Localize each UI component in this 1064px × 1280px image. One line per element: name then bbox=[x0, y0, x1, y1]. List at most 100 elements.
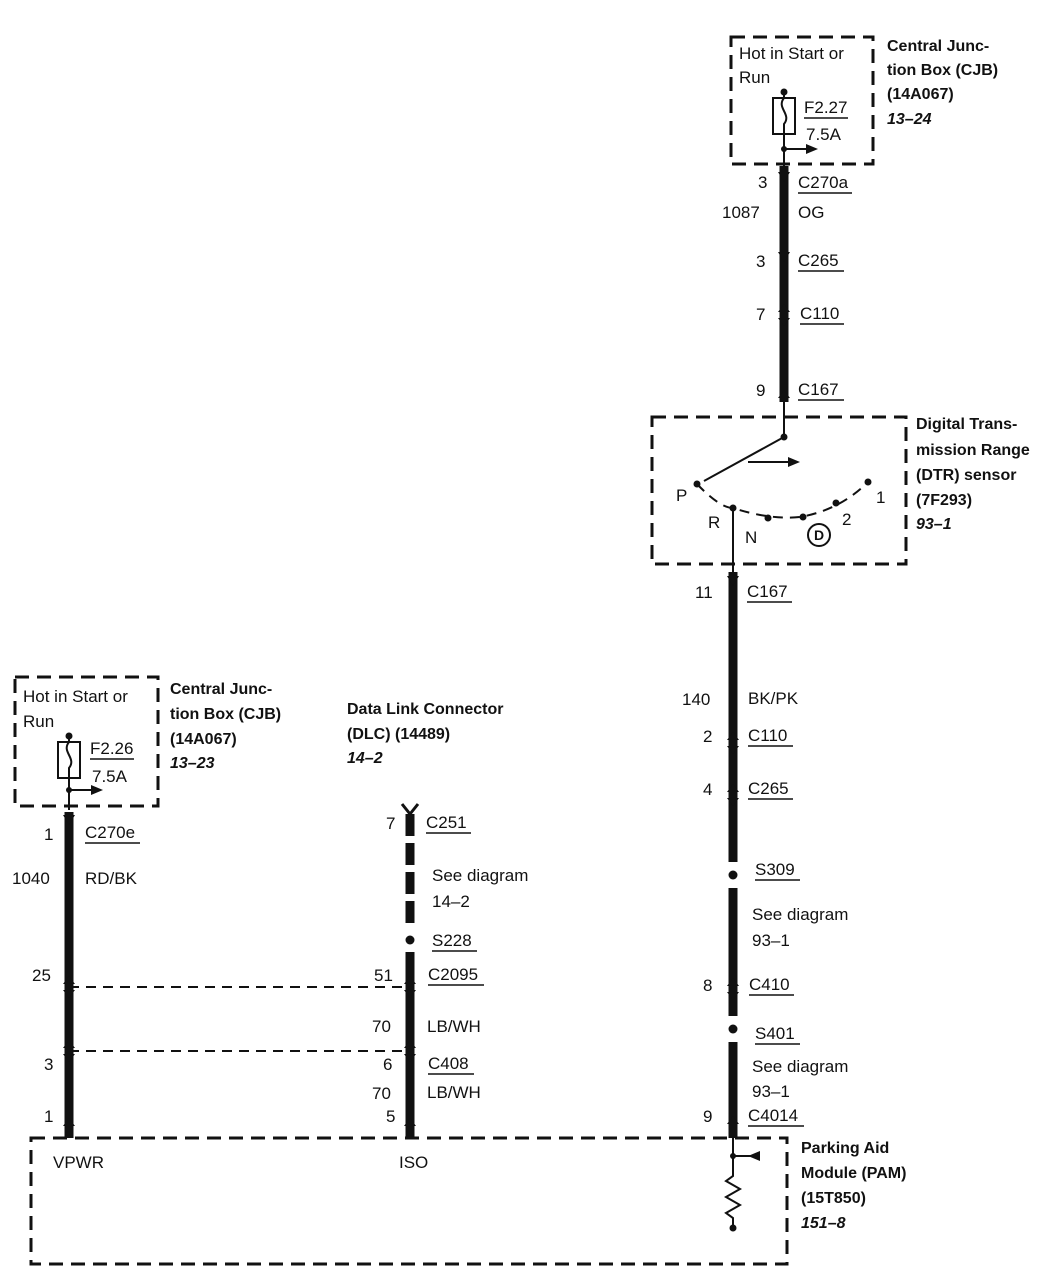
dlc-conn-c408: C408 bbox=[428, 1054, 469, 1073]
right-see-2b: 93–1 bbox=[752, 1082, 790, 1101]
dlc-conn-c2095: C2095 bbox=[428, 965, 478, 984]
right-pin-c4014: 9 bbox=[703, 1107, 712, 1126]
dtr-switch-icon bbox=[693, 402, 872, 572]
pam-part-no: (15T850) bbox=[801, 1190, 866, 1207]
top-pin-c167: 9 bbox=[756, 381, 765, 400]
right-splice-s401: S401 bbox=[755, 1024, 795, 1043]
top-cjb-part-no: (14A067) bbox=[887, 86, 954, 103]
dtr-ref: 93–1 bbox=[916, 516, 952, 533]
right-conn-c265: C265 bbox=[748, 779, 789, 798]
top-cjb-ref: 13–24 bbox=[887, 111, 932, 128]
dlc-circuit-no-1: 70 bbox=[372, 1017, 391, 1036]
pam-ref: 151–8 bbox=[801, 1215, 846, 1232]
top-fuse-id: F2.27 bbox=[804, 98, 847, 117]
right-circuit-no: 140 bbox=[682, 690, 710, 709]
pam-name-line1: Parking Aid bbox=[801, 1140, 889, 1157]
left-pin-3: 3 bbox=[44, 1055, 53, 1074]
left-circuit-no: 1040 bbox=[12, 869, 50, 888]
right-pin-c167: 11 bbox=[695, 583, 713, 602]
dlc-fork-icon bbox=[400, 803, 420, 817]
top-cjb-hot-line1: Hot in Start or bbox=[739, 44, 844, 63]
top-pin-c270a: 3 bbox=[758, 173, 767, 192]
dtr-sensor-component: P R N D 2 1 Digital Trans- mission Range… bbox=[650, 402, 1030, 572]
left-fuse-rating: 7.5A bbox=[92, 767, 128, 786]
top-cjb-component: Hot in Start or Run F2.27 7.5A Central J… bbox=[729, 35, 998, 166]
left-cjb-dashed-box bbox=[13, 675, 160, 808]
dlc-ref: 14–2 bbox=[347, 750, 383, 767]
top-wire-circuit: 3 C270a 1087 OG 3 C265 7 C110 9 C167 bbox=[722, 166, 852, 402]
top-cjb-dashed-box bbox=[729, 35, 875, 166]
top-pin-c265: 3 bbox=[756, 252, 765, 271]
left-pin-25: 25 bbox=[32, 966, 51, 985]
pam-dashed-box bbox=[29, 1136, 789, 1266]
top-circuit-no: 1087 bbox=[722, 203, 760, 222]
left-pin-1: 1 bbox=[44, 1107, 53, 1126]
top-conn-c265: C265 bbox=[798, 251, 839, 270]
left-cjb-name-line2: tion Box (CJB) bbox=[170, 706, 281, 723]
top-conn-c270a: C270a bbox=[798, 173, 849, 192]
left-cjb-name-line1: Central Junc- bbox=[170, 681, 272, 698]
right-see-1b: 93–1 bbox=[752, 931, 790, 950]
right-pin-c265: 4 bbox=[703, 780, 712, 799]
dtr-pos-n: N bbox=[745, 528, 757, 547]
dlc-see-b: 14–2 bbox=[432, 892, 470, 911]
right-wire-circuit: 11 C167 140 BK/PK 2 C110 4 C265 S309 See… bbox=[682, 572, 848, 1138]
connector-mark-icon bbox=[404, 976, 416, 1126]
left-fuse-id: F2.26 bbox=[90, 739, 133, 758]
connector-mark-icon bbox=[778, 172, 790, 398]
dlc-pin-c408: 6 bbox=[383, 1055, 392, 1074]
pam-vpwr: VPWR bbox=[53, 1153, 104, 1172]
dtr-pos-2: 2 bbox=[842, 510, 851, 529]
right-pin-c410: 8 bbox=[703, 976, 712, 995]
right-see-2a: See diagram bbox=[752, 1057, 848, 1076]
connector-mark-icon bbox=[63, 815, 75, 1126]
top-fuse-rating: 7.5A bbox=[806, 125, 842, 144]
left-conn-c270e: C270e bbox=[85, 823, 135, 842]
right-conn-c110: C110 bbox=[748, 726, 787, 745]
left-wire-color: RD/BK bbox=[85, 869, 138, 888]
splice-s228-dot bbox=[405, 935, 415, 945]
left-pin-c270e: 1 bbox=[44, 825, 53, 844]
dlc-pin-c2095: 51 bbox=[374, 966, 393, 985]
dtr-name-line3: (DTR) sensor bbox=[916, 467, 1016, 484]
pam-name-line2: Module (PAM) bbox=[801, 1165, 906, 1182]
top-pin-c110: 7 bbox=[756, 305, 765, 324]
right-see-1a: See diagram bbox=[752, 905, 848, 924]
right-conn-c167: C167 bbox=[747, 582, 788, 601]
top-conn-c167: C167 bbox=[798, 380, 839, 399]
splice-s309-dot bbox=[728, 870, 738, 880]
connector-mark-icon bbox=[727, 576, 739, 1124]
dlc-wire-color-2: LB/WH bbox=[427, 1083, 481, 1102]
dtr-dashed-box bbox=[650, 415, 908, 566]
top-conn-c110: C110 bbox=[800, 304, 839, 323]
left-fuse-icon bbox=[57, 732, 103, 810]
right-splice-s309: S309 bbox=[755, 860, 795, 879]
dlc-pin-5: 5 bbox=[386, 1107, 395, 1126]
dtr-name-line2: mission Range bbox=[916, 442, 1030, 459]
dlc-component: Data Link Connector (DLC) (14489) 14–2 7… bbox=[347, 701, 528, 1138]
top-cjb-name-line1: Central Junc- bbox=[887, 38, 989, 55]
left-cjb-hot-line2: Run bbox=[23, 712, 54, 731]
top-fuse-icon bbox=[772, 88, 818, 166]
splice-s401-dot bbox=[728, 1024, 738, 1034]
right-conn-c4014: C4014 bbox=[748, 1106, 798, 1125]
left-cjb-hot-line1: Hot in Start or bbox=[23, 687, 128, 706]
dtr-part-no: (7F293) bbox=[916, 492, 972, 509]
dlc-name-line1: Data Link Connector bbox=[347, 701, 503, 718]
left-cjb-part-no: (14A067) bbox=[170, 731, 237, 748]
dlc-see-a: See diagram bbox=[432, 866, 528, 885]
top-wire-color: OG bbox=[798, 203, 824, 222]
left-cjb-component: Hot in Start or Run F2.26 7.5A Central J… bbox=[13, 675, 281, 810]
pam-component: VPWR ISO Parking Aid Module (PAM) (15T85… bbox=[29, 1130, 906, 1266]
top-cjb-hot-line2: Run bbox=[739, 68, 770, 87]
dtr-pos-1: 1 bbox=[876, 488, 885, 507]
dtr-pos-r: R bbox=[708, 513, 720, 532]
left-wire-circuit: 1 C270e 1040 RD/BK 25 3 1 bbox=[12, 812, 140, 1138]
dtr-pos-p: P bbox=[676, 486, 687, 505]
right-wire-color: BK/PK bbox=[748, 689, 799, 708]
pam-resistor-icon bbox=[723, 1138, 760, 1232]
right-pin-c110: 2 bbox=[703, 727, 712, 746]
pam-iso: ISO bbox=[399, 1153, 428, 1172]
left-cjb-ref: 13–23 bbox=[170, 755, 215, 772]
